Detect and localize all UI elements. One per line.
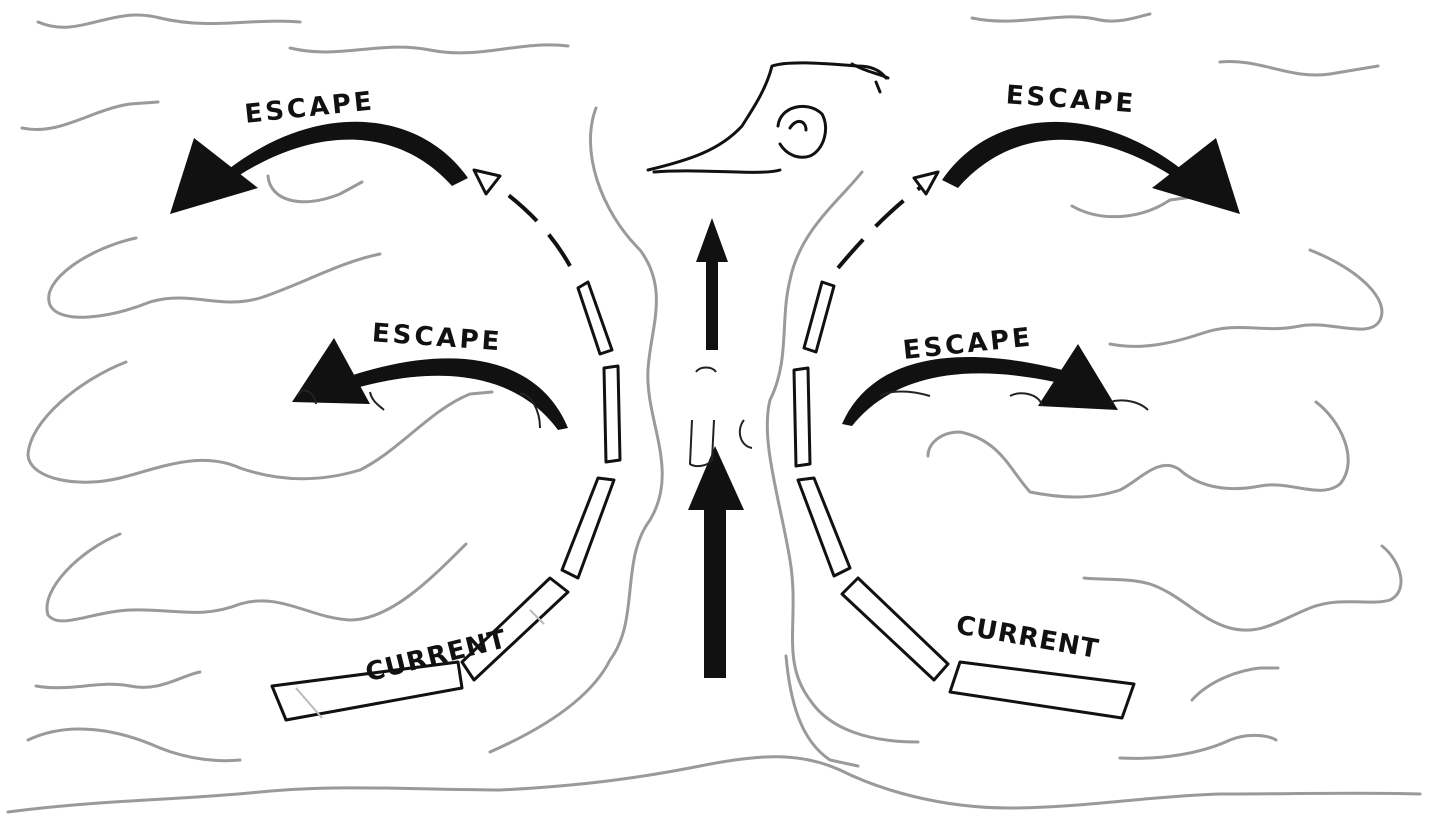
splash-marks [298, 368, 1148, 467]
right-current-dashed-path [838, 178, 934, 268]
escape-arrow-top-right [942, 122, 1240, 214]
right-current-segment [804, 282, 834, 352]
wave-line [268, 176, 362, 202]
wave-line [1072, 196, 1200, 217]
label-escape-top-right: ESCAPE [1005, 80, 1137, 119]
wave-line [928, 402, 1348, 497]
right-current-segment [794, 368, 810, 466]
wave-line [28, 362, 492, 482]
wave-line [767, 172, 918, 742]
wave-line [1084, 546, 1401, 630]
left-current-segment [462, 578, 568, 680]
wave-line [1120, 735, 1276, 758]
water-waves [8, 14, 1420, 812]
wave-line [38, 15, 300, 27]
arrow-up-icon [688, 446, 744, 510]
rip-current-arrows [688, 218, 744, 678]
curved-arrow-icon [170, 138, 258, 214]
left-current-segment [562, 478, 614, 578]
right-current-segment [950, 662, 1134, 718]
right-current-segment [842, 578, 948, 680]
wave-line [972, 14, 1150, 21]
wave-line [28, 729, 240, 761]
curved-arrow-icon [292, 338, 370, 404]
label-current-right: CURRENT [954, 610, 1102, 665]
wave-line [290, 45, 568, 53]
arrow-up-icon [696, 218, 728, 262]
wave-line [490, 108, 662, 752]
left-current-segment [578, 282, 612, 354]
right-current-segment [798, 478, 850, 576]
shoreline [8, 757, 1420, 812]
wave-line [1110, 250, 1382, 346]
swimmer-icon [648, 63, 888, 172]
left-current-segment [604, 366, 620, 462]
wave-line [36, 672, 200, 688]
wave-line [47, 534, 466, 621]
wave-line [1192, 668, 1278, 700]
wave-line [49, 238, 380, 317]
wave-line [1220, 62, 1378, 76]
left-current-arrowhead [474, 170, 500, 194]
label-escape-mid-left: ESCAPE [371, 318, 503, 357]
right-current-arrowhead [914, 172, 938, 194]
wave-line [22, 102, 158, 130]
